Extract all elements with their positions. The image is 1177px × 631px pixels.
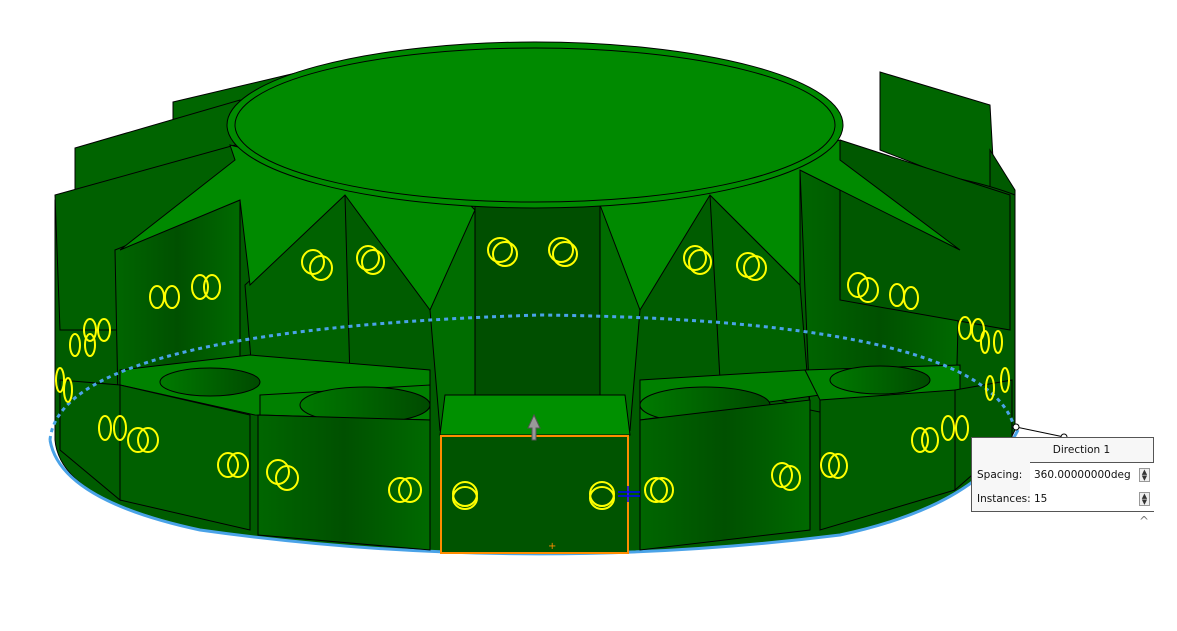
instances-spinner-icon[interactable]: ▲▼ [1139, 492, 1150, 506]
top-disk [119, 41, 961, 312]
collapse-chevron-icon[interactable]: ^ [1139, 514, 1150, 528]
spacing-label: Spacing: [977, 469, 1023, 481]
spacing-value[interactable]: 360.00000000deg [1034, 469, 1131, 481]
pattern-callout: Direction 1 Spacing: 360.00000000deg ▲▼ … [971, 437, 1154, 512]
callout-title: Direction 1 [1052, 444, 1111, 456]
spacing-field[interactable]: 360.00000000deg ▲▼ [1030, 463, 1154, 487]
instances-label: Instances: [977, 493, 1031, 505]
selected-face[interactable]: + [440, 435, 629, 554]
spacing-spinner-icon[interactable]: ▲▼ [1139, 468, 1150, 482]
front-panels [59, 379, 1013, 551]
dimension-marker-icon [618, 486, 640, 502]
direction-arrow-icon[interactable] [527, 413, 541, 441]
instances-row: Instances: 15 ▲▼ [972, 487, 1154, 511]
hole-highlights [55, 237, 1010, 510]
instances-value[interactable]: 15 [1034, 493, 1048, 505]
svg-text:+: + [548, 541, 556, 552]
spacing-row: Spacing: 360.00000000deg ▲▼ [972, 463, 1154, 487]
instances-field[interactable]: 15 ▲▼ [1030, 487, 1154, 511]
